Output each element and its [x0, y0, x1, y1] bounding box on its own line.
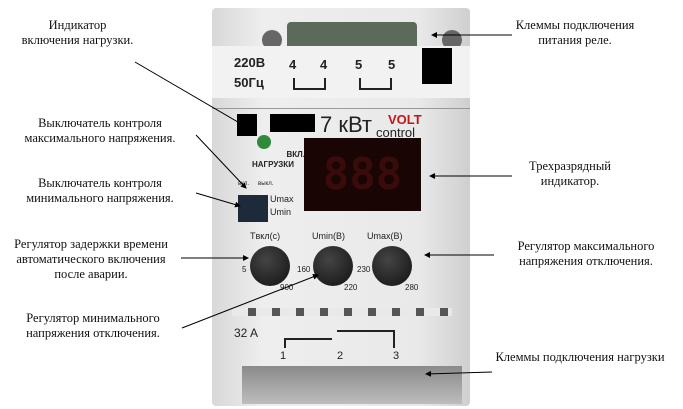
- label-min-regulator: Регулятор минимального напряжения отключ…: [26, 311, 160, 340]
- power-rating: 7 кВт: [320, 112, 372, 137]
- brand-logo: VOLT: [388, 112, 422, 127]
- label-max-switch: Выключатель контроля максимального напря…: [24, 116, 176, 145]
- knob-umin-title: Umin(B): [312, 231, 345, 241]
- pointer-line: [195, 134, 247, 189]
- switch-umax-label: Umax: [270, 194, 294, 204]
- display-digits: 888: [322, 149, 403, 200]
- knob-min-label: 230: [357, 265, 371, 274]
- current-rating: 32 A: [234, 326, 259, 340]
- umin-knob[interactable]: [313, 246, 353, 286]
- label-load-terminals: Клеммы подключения нагрузки: [495, 350, 665, 364]
- pointer-line: [195, 192, 241, 208]
- knob-min-label: 160: [297, 265, 311, 274]
- knob-max-label: 220: [344, 283, 358, 292]
- terminal-label: 1: [280, 350, 287, 362]
- label-display: Трехразрядный индикатор.: [529, 159, 611, 188]
- knob-min-label: 5: [242, 265, 247, 274]
- terminal-label: 4: [289, 57, 297, 72]
- label-delay-regulator: Регулятор задержки времени автоматическо…: [14, 237, 168, 281]
- pointer-line: [181, 274, 319, 329]
- pointer-line: [134, 61, 256, 133]
- switch-off-label: выкл.: [258, 181, 274, 187]
- screw-icon: [262, 30, 282, 50]
- delay-knob[interactable]: [250, 246, 290, 286]
- knob-umax-title: Umax(B): [367, 231, 403, 241]
- label-max-regulator: Регулятор максимального напряжения отклю…: [517, 239, 655, 268]
- voltage-relay-device: 220В 50Гц 4 4 5 5 7 кВт VOLT control ВКЛ…: [212, 8, 470, 406]
- terminal-label: 2: [337, 350, 344, 362]
- led-label: НАГРУЗКИ: [252, 160, 294, 169]
- three-digit-display: 888: [304, 138, 421, 211]
- label-relay-terminals: Клеммы подключения питания реле.: [515, 18, 635, 47]
- brand-logo-text: control: [376, 125, 416, 140]
- terminal-label: 3: [393, 350, 400, 362]
- load-led: [257, 135, 271, 149]
- switch-umin-label: Umin: [270, 207, 292, 217]
- label-load-indicator: Индикатор включения нагрузки.: [21, 18, 134, 47]
- frequency-label: 50Гц: [234, 75, 264, 90]
- redaction-box: [422, 48, 452, 84]
- terminal-label: 5: [355, 57, 363, 72]
- terminal-label: 5: [388, 57, 396, 72]
- knob-delay-title: Tвкл(c): [250, 231, 281, 241]
- umax-knob[interactable]: [372, 246, 412, 286]
- terminal-label: 4: [320, 57, 328, 72]
- label-min-switch: Выключатель контроля минимального напряж…: [26, 176, 174, 205]
- pointer-line: [425, 370, 493, 377]
- voltage-label: 220В: [234, 55, 266, 70]
- led-label: ВКЛ.: [286, 150, 306, 159]
- knob-max-label: 280: [405, 283, 419, 292]
- dip-switch[interactable]: [238, 195, 268, 222]
